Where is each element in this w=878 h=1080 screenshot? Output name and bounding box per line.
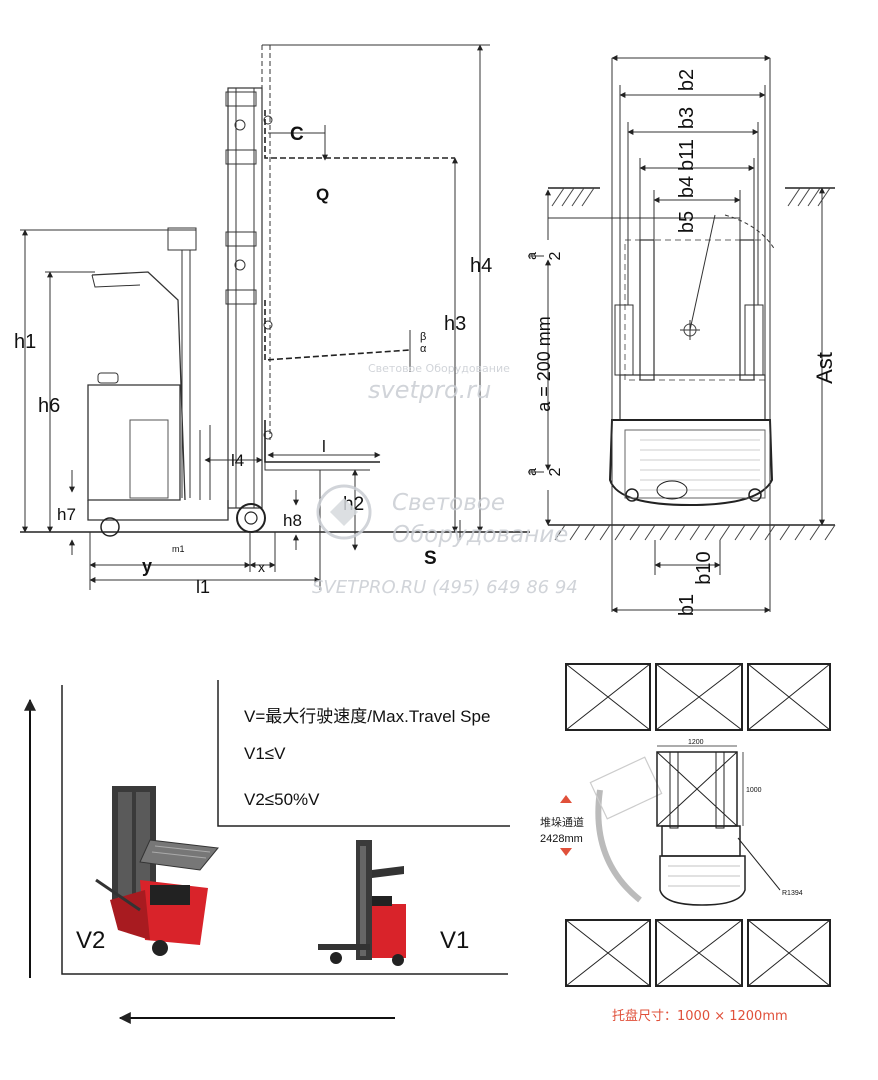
speed-diagram: V2 V1 — [24, 680, 510, 1024]
label-h1: h1 — [14, 331, 36, 353]
label-radius: R1394 — [782, 890, 803, 897]
watermark-logo-mark — [330, 498, 358, 526]
label-b10: b10 — [693, 551, 715, 584]
forklift-v2 — [95, 786, 219, 956]
label-b4: b4 — [676, 176, 698, 198]
watermark-site: svetpro.ru — [368, 376, 491, 404]
leg-left — [614, 304, 634, 376]
label-b5: b5 — [676, 211, 698, 233]
wall-hatch-left — [548, 187, 600, 207]
side-view: h1 h6 h7 h8 h2 h3 h4 C Q l4 l S y x l1 m… — [14, 44, 530, 597]
label-C: C — [290, 124, 304, 145]
rack-row-bottom — [565, 919, 831, 987]
fork-left — [639, 239, 655, 381]
label-v2: V2 — [76, 927, 105, 954]
aisle-diagram: 1200 1000 R1394 堆垛通道 2428mm 托盘尺寸：1000 × … — [540, 663, 831, 1024]
pallet-outline — [624, 239, 766, 381]
aisle-forklift — [589, 745, 781, 906]
label-h8: h8 — [283, 511, 302, 530]
label-two-top: 2 — [547, 251, 564, 260]
top-view: b2 b3 b11 b4 b5 b10 b1 Ast a 2 a = 200 m… — [523, 55, 837, 616]
legend-line-1: V=最大行驶速度/Max.Travel Spe — [244, 707, 491, 726]
truck-body — [87, 227, 266, 537]
legend-box: V=最大行驶速度/Max.Travel Spe — [244, 702, 512, 727]
forklift-v1 — [318, 840, 406, 966]
label-x: x — [258, 559, 265, 575]
label-dim-side: 1000 — [746, 787, 762, 794]
label-m1: m1 — [172, 544, 185, 554]
aisle-arrow-up — [560, 795, 572, 803]
top-dimensions — [545, 55, 825, 613]
aisle-arrow-down — [560, 848, 572, 856]
label-y: y — [142, 556, 152, 576]
ground-hatch — [548, 524, 836, 541]
legend-line-3: V2≤50%V — [244, 790, 320, 809]
watermark-bottom: SVETPRO.RU (495) 649 86 94 — [312, 577, 578, 598]
label-h6: h6 — [38, 395, 60, 417]
label-aisle-value: 2428mm — [540, 833, 583, 845]
label-Ast: Ast — [812, 352, 837, 384]
label-two-bottom: 2 — [547, 467, 564, 476]
label-pallet-caption: 托盘尺寸：1000 × 1200mm — [612, 1008, 788, 1024]
label-b11: b11 — [676, 139, 698, 171]
label-dim-top: 1200 — [688, 739, 704, 746]
label-S: S — [424, 548, 437, 569]
fork-right — [739, 239, 755, 381]
label-v1: V1 — [440, 927, 469, 954]
watermark-logo-circle — [316, 484, 372, 540]
label-l1: l1 — [196, 577, 210, 597]
label-a-200: a = 200 mm — [534, 316, 554, 412]
label-b2: b2 — [676, 69, 698, 91]
aisle-outline-outer — [61, 685, 508, 975]
label-b3: b3 — [676, 107, 698, 129]
label-Q: Q — [316, 185, 329, 204]
watermark-big-2: Оборудование — [392, 522, 568, 548]
rack-row-top — [565, 663, 831, 731]
label-aisle-cn: 堆垛通道 — [540, 815, 584, 829]
label-h4: h4 — [470, 255, 492, 277]
chassis — [608, 214, 776, 507]
aisle-outline-inner — [217, 680, 510, 827]
forks — [264, 110, 455, 471]
label-h3: h3 — [444, 313, 466, 335]
label-beta: β — [420, 331, 426, 343]
label-h7: h7 — [57, 505, 76, 524]
label-b1: b1 — [676, 594, 698, 616]
label-l4: l4 — [231, 451, 244, 470]
watermark-big-1: Световое — [392, 490, 505, 516]
label-l: l — [322, 437, 326, 456]
wall-hatch-right — [785, 187, 835, 207]
label-alpha: α — [420, 343, 427, 355]
mast — [225, 44, 273, 509]
legend-line-2: V1≤V — [244, 744, 286, 763]
watermark-small: Световое Оборудование — [368, 362, 510, 375]
watermark: Световое Оборудование svetpro.ru Светово… — [312, 362, 578, 598]
